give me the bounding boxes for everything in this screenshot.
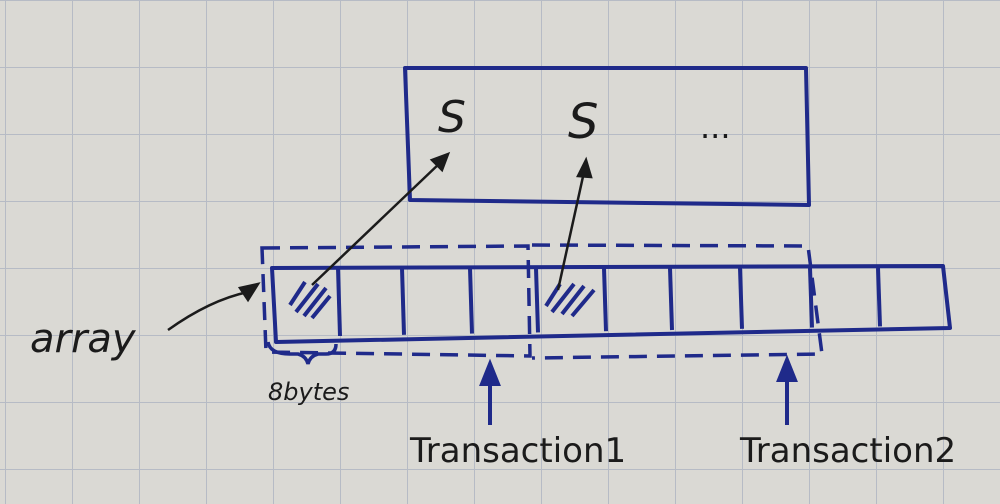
array-strip — [270, 264, 952, 344]
transaction1-bracket — [260, 244, 532, 358]
transaction1-label: Transaction1 — [409, 431, 626, 471]
element-size-brace — [266, 341, 338, 365]
array-cell-divider — [534, 267, 540, 333]
transaction2-label: Transaction2 — [739, 431, 956, 471]
array-cell-divider — [738, 267, 744, 329]
transaction2-arrow — [776, 354, 798, 425]
array-cell-divider — [602, 267, 608, 332]
pointer-arrow-1 — [311, 151, 451, 286]
transaction1-arrow — [479, 358, 501, 425]
memory-mark-1: S — [438, 92, 466, 143]
memory-box: S S ... — [403, 66, 811, 207]
array-label: array — [30, 316, 137, 362]
array-cell-divider — [876, 267, 882, 327]
array-cell-divider — [336, 267, 342, 337]
array-cell-shaded-5 — [544, 282, 596, 318]
array-cell-divider — [468, 267, 474, 334]
memory-mark-2: S — [568, 94, 598, 150]
array-label-arrow — [167, 282, 261, 332]
array-cell-divider — [400, 267, 406, 335]
array-cell-shaded-1 — [288, 280, 332, 320]
array-cell-divider — [668, 267, 674, 331]
element-size-label: 8bytes — [268, 378, 349, 406]
array-cell-dividers — [336, 267, 882, 337]
memory-mark-ellipsis: ... — [700, 108, 731, 146]
pointer-arrow-2 — [556, 156, 593, 291]
array-cell-divider — [808, 267, 814, 328]
